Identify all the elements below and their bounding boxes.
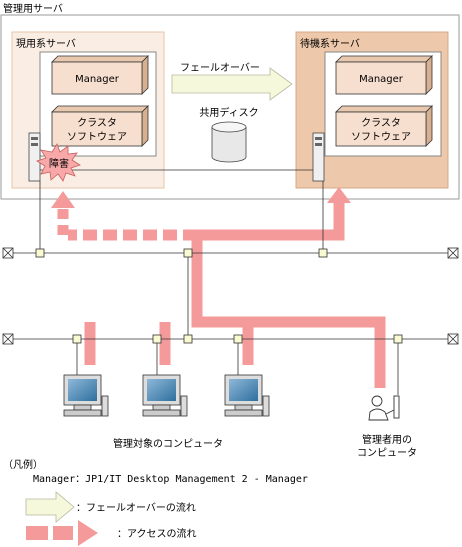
- standby-manager-label: Manager: [359, 74, 404, 85]
- legend-failover-flow: ：フェールオーバーの流れ: [76, 501, 196, 514]
- standby-cluster-label-2: ソフトウェア: [351, 131, 411, 143]
- legend-failover-arrow: [25, 491, 75, 523]
- legend-manager-def: Manager：JP1/IT Desktop Management 2 - Ma…: [33, 474, 308, 485]
- standby-cluster-label-1: クラスタ: [361, 117, 401, 129]
- failover-label: フェールオーバー: [180, 62, 260, 74]
- active-manager-box: Manager: [51, 55, 149, 95]
- failure-label: 障害: [49, 157, 69, 170]
- managed-computer-1-icon: [63, 374, 109, 417]
- standby-server-title: 待機系サーバ: [300, 37, 360, 50]
- standby-server: 待機系サーバ Manager クラスタ ソフトウェア: [295, 31, 449, 189]
- active-cluster-label-1: クラスタ: [77, 117, 117, 129]
- legend: （凡例） Manager：JP1/IT Desktop Management 2…: [3, 458, 308, 546]
- active-server-tower-icon: [28, 132, 41, 182]
- failure-burst-icon: 障害: [36, 143, 81, 182]
- managed-computer-2-icon: [142, 374, 188, 417]
- standby-server-tower-icon: [312, 132, 325, 182]
- network-terminators: [2, 247, 459, 345]
- network-lines: [8, 181, 453, 395]
- legend-access-flow: ：アクセスの流れ: [117, 527, 197, 540]
- admin-computer-label-1: 管理者用の: [362, 433, 412, 446]
- standby-cluster-box: クラスタ ソフトウェア: [335, 105, 433, 147]
- active-server-title: 現用系サーバ: [16, 38, 76, 50]
- access-flow-arrows: [51, 187, 386, 388]
- active-manager-label: Manager: [75, 74, 120, 85]
- failover-arrow: [171, 67, 293, 101]
- admin-computer-label-2: コンピュータ: [357, 447, 417, 459]
- legend-title: （凡例）: [3, 458, 43, 471]
- admin-computer-icon: [368, 395, 400, 421]
- active-server: 現用系サーバ Manager クラスタ ソフトウェア: [11, 31, 165, 189]
- management-server-title: 管理用サーバ: [3, 2, 63, 15]
- legend-access-arrow: [26, 520, 98, 546]
- standby-manager-box: Manager: [335, 55, 433, 95]
- network-nodes: [35, 248, 403, 344]
- active-cluster-box: クラスタ ソフトウェア: [51, 105, 149, 147]
- active-cluster-label-2: ソフトウェア: [67, 131, 127, 143]
- shared-disk-label: 共用ディスク: [199, 106, 258, 119]
- managed-computer-3-icon: [224, 374, 270, 417]
- shared-disk-icon: [211, 121, 247, 163]
- managed-computers-label: 管理対象のコンピュータ: [113, 437, 223, 450]
